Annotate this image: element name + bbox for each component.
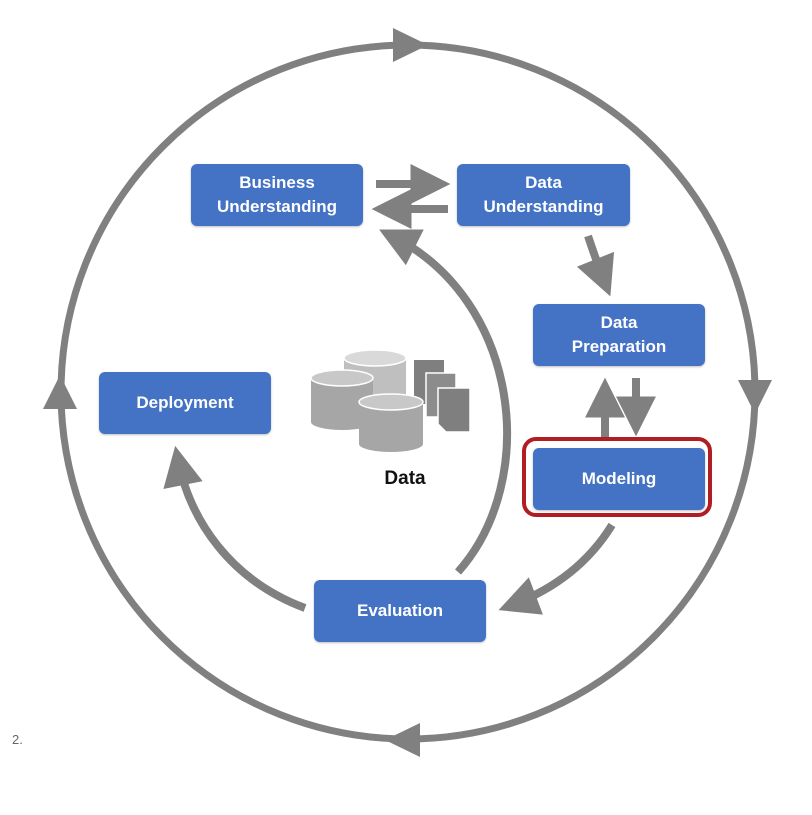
outer-arrowhead-top [393,28,428,62]
stray-mark: 2. [12,732,23,747]
phase-label-line2: Understanding [483,197,604,216]
data-center-label: Data [384,468,426,489]
arrow-data-understanding-to-preparation [576,234,615,297]
modeling-highlight-frame [522,437,712,517]
phase-data-understanding: Data Understanding [457,164,630,226]
phase-data-preparation: Data Preparation [533,304,705,366]
outer-arrowhead-right [738,380,772,414]
arrow-evaluation-to-deployment [163,445,307,612]
phase-evaluation: Evaluation [314,580,486,642]
arrow-evaluation-to-business [379,229,512,575]
phase-label: Deployment [136,393,234,412]
outer-arrowhead-bottom [385,723,420,757]
phase-business-understanding: Business Understanding [191,164,363,226]
phase-label-line2: Preparation [571,337,667,356]
outer-arrowhead-left [43,375,77,409]
phase-label-line1: Data [525,173,562,192]
phase-label-line1: Data [600,313,638,332]
arrow-modeling-to-evaluation [498,522,616,615]
phase-label: Modeling [581,469,657,488]
phase-deployment: Deployment [99,372,271,434]
phase-label: Evaluation [357,601,443,620]
phase-label-line2: Understanding [217,197,337,216]
phase-label-line1: Business [239,173,315,192]
phase-modeling: Modeling [533,448,705,510]
data-icon [310,349,471,452]
